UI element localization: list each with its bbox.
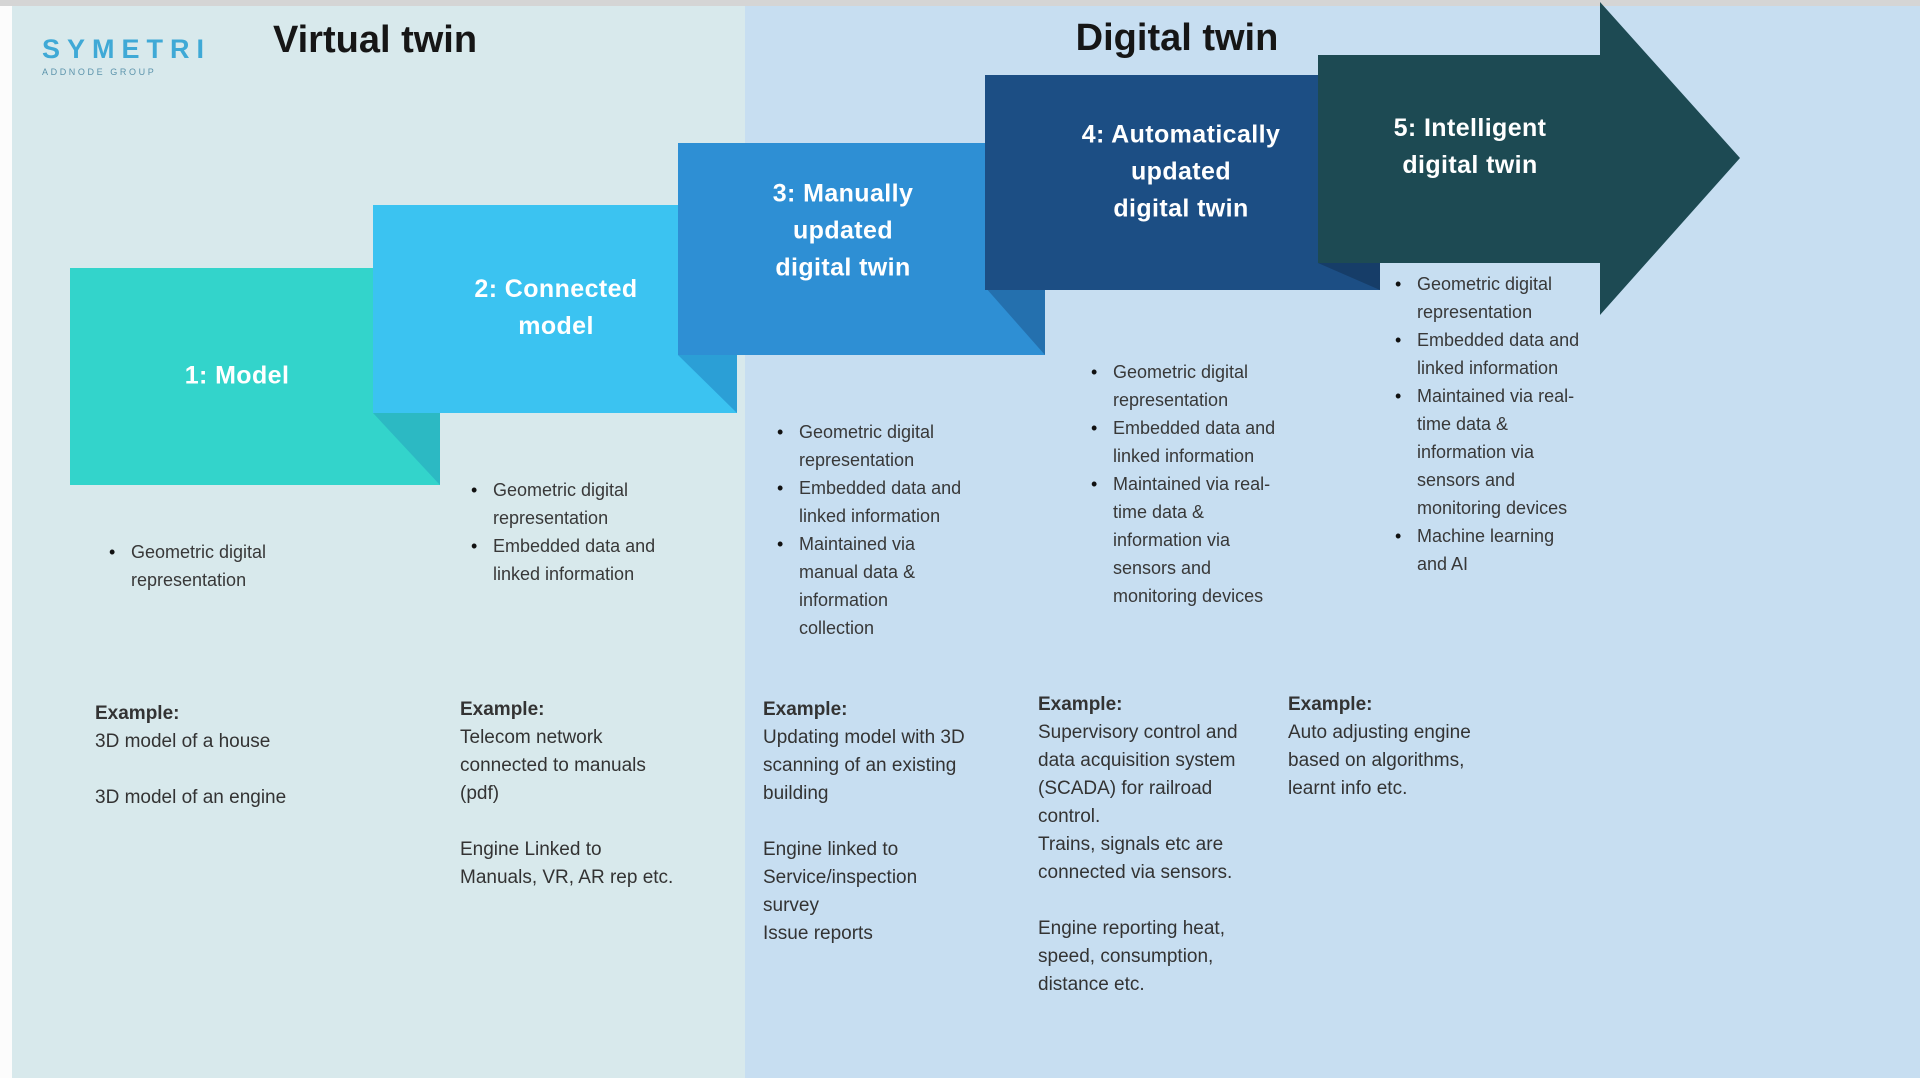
bullet-item: Embedded data and linked information xyxy=(772,474,1032,530)
logo-subtitle: ADDNODE GROUP xyxy=(42,67,157,77)
example-label: Example: xyxy=(1288,694,1373,715)
example-text: Engine Linked to Manuals, VR, AR rep etc… xyxy=(460,839,674,888)
stage-1-label: 1: Model xyxy=(184,361,290,390)
stage-3-bullets: Geometric digital representationEmbedded… xyxy=(772,418,1032,642)
example-label: Example: xyxy=(95,703,180,724)
virtual-twin-title: Virtual twin xyxy=(272,19,478,61)
stage-2-box xyxy=(373,205,737,413)
stage-1-bullets: Geometric digital representation xyxy=(104,538,364,594)
stage-3-box xyxy=(678,143,1045,355)
example-text: Supervisory control and data acquisition… xyxy=(1038,722,1238,883)
bullet-item: Machine learning and AI xyxy=(1390,522,1650,578)
example-text: Engine linked to Service/inspection surv… xyxy=(763,839,918,944)
stage-4-bullets: Geometric digital representationEmbedded… xyxy=(1086,358,1346,610)
bullet-item: Embedded data and linked information xyxy=(1086,414,1346,470)
example-label: Example: xyxy=(1038,694,1123,715)
frame-top-strip xyxy=(0,0,1920,6)
stage-4-label: 4: Automatically updated digital twin xyxy=(1081,120,1281,223)
example-text: 3D model of an engine xyxy=(95,787,287,808)
frame-left-strip xyxy=(0,6,12,1078)
stage-2-bullets: Geometric digital representationEmbedded… xyxy=(466,476,726,588)
bullet-item: Maintained via real- time data & informa… xyxy=(1390,382,1650,522)
bullet-item: Geometric digital representation xyxy=(466,476,726,532)
logo-name: SYMETRI xyxy=(42,34,212,64)
example-text: Engine reporting heat, speed, consumptio… xyxy=(1038,918,1225,995)
bullet-item: Geometric digital representation xyxy=(1086,358,1346,414)
stage-3-label: 3: Manually updated digital twin xyxy=(772,179,914,282)
example-label: Example: xyxy=(763,699,848,720)
example-label: Example: xyxy=(460,699,545,720)
bullet-item: Geometric digital representation xyxy=(104,538,364,594)
stage-2-example: Example: Telecom network connected to ma… xyxy=(460,696,730,892)
stage-1-example: Example: 3D model of a house 3D model of… xyxy=(95,700,365,812)
bullet-item: Embedded data and linked information xyxy=(1390,326,1650,382)
stage-4-box xyxy=(985,75,1380,290)
stage-5-label: 5: Intelligent digital twin xyxy=(1393,114,1547,179)
stage-5-bullets: Geometric digital representationEmbedded… xyxy=(1390,270,1650,578)
example-text: 3D model of a house xyxy=(95,731,271,752)
stage-2-label: 2: Connected model xyxy=(474,275,638,340)
example-text: Updating model with 3D scanning of an ex… xyxy=(763,727,965,804)
bullet-item: Embedded data and linked information xyxy=(466,532,726,588)
stage-4-example: Example: Supervisory control and data ac… xyxy=(1038,691,1308,999)
symetri-logo: SYMETRI ADDNODE GROUP xyxy=(42,34,211,77)
bullet-item: Geometric digital representation xyxy=(772,418,1032,474)
stage-3-example: Example: Updating model with 3D scanning… xyxy=(763,696,1033,948)
bullet-item: Geometric digital representation xyxy=(1390,270,1650,326)
stage-5-example: Example: Auto adjusting engine based on … xyxy=(1288,691,1558,803)
bullet-item: Maintained via real- time data & informa… xyxy=(1086,470,1346,610)
example-text: Telecom network connected to manuals (pd… xyxy=(460,727,646,804)
bullet-item: Maintained via manual data & information… xyxy=(772,530,1032,642)
example-text: Auto adjusting engine based on algorithm… xyxy=(1288,722,1471,799)
digital-twin-title: Digital twin xyxy=(1075,17,1279,59)
